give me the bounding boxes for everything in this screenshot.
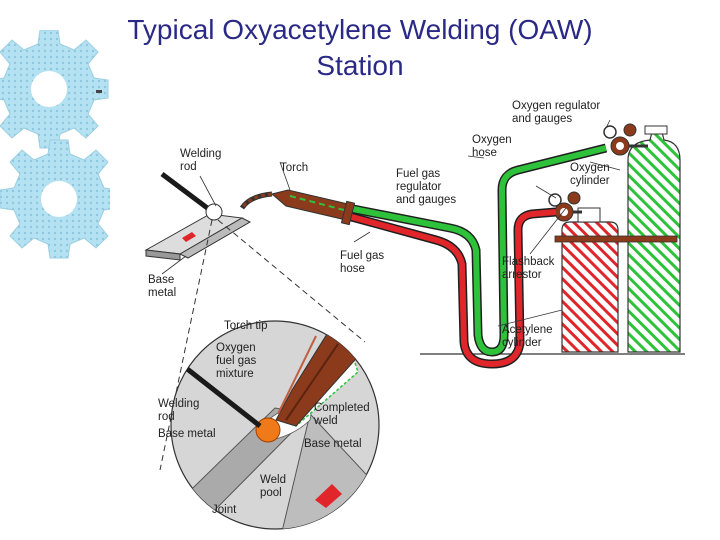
label-fuel-gas-regulator: Fuel gas regulator and gauges xyxy=(396,168,457,206)
label-base-metal: Base metal xyxy=(148,274,177,299)
acetylene-cylinder xyxy=(561,207,619,353)
label-welding-rod-detail: Welding rod xyxy=(158,398,200,423)
oxygen-hose-fill xyxy=(347,145,607,356)
label-torch: Torch xyxy=(280,162,309,174)
label-welding-rod: Welding rod xyxy=(180,148,222,173)
fuel-gas-regulator xyxy=(548,191,582,222)
label-base-metal-detail-right: Base metal xyxy=(304,438,362,450)
label-oxygen-cylinder: Oxygen cylinder xyxy=(570,162,610,187)
label-torch-tip: Torch tip xyxy=(224,320,268,332)
leader-lines xyxy=(161,119,621,327)
torch xyxy=(239,189,356,226)
label-oxygen-regulator: Oxygen regulator and gauges xyxy=(512,100,601,125)
label-oxygen-fuel-mixture: Oxygen fuel gas mixture xyxy=(216,342,257,380)
decorative-gears xyxy=(0,30,110,259)
title-line-2: Station xyxy=(316,50,404,81)
zoom-line-right xyxy=(217,219,366,343)
gear-icon-top xyxy=(0,30,109,149)
label-fuel-gas-hose: Fuel gas hose xyxy=(340,250,385,275)
label-weld-pool: Weld pool xyxy=(260,474,286,499)
fuel-gas-hose-fill xyxy=(347,209,557,368)
page-title: Typical Oxyacetylene Welding (OAW) Stati… xyxy=(70,12,650,84)
oaw-station-diagram xyxy=(144,119,685,530)
gear-icon-bottom xyxy=(0,139,110,259)
bullet-dash xyxy=(96,90,102,93)
label-joint: Joint xyxy=(212,504,237,516)
label-oxygen-hose: Oxygen hose xyxy=(472,134,512,159)
cylinder-restraint-bar xyxy=(554,235,678,243)
zoom-line-left xyxy=(159,219,213,471)
label-base-metal-detail-left: Base metal xyxy=(158,428,216,440)
title-line-1: Typical Oxyacetylene Welding (OAW) xyxy=(127,14,593,45)
label-completed-weld: Completed weld xyxy=(314,402,370,427)
label-acetylene-cylinder: Acetylene cylinder xyxy=(502,324,553,349)
base-metal-plates xyxy=(144,203,252,261)
label-flashback-arrestor: Flashback arrestor xyxy=(502,256,555,281)
oxygen-regulator xyxy=(603,123,648,156)
